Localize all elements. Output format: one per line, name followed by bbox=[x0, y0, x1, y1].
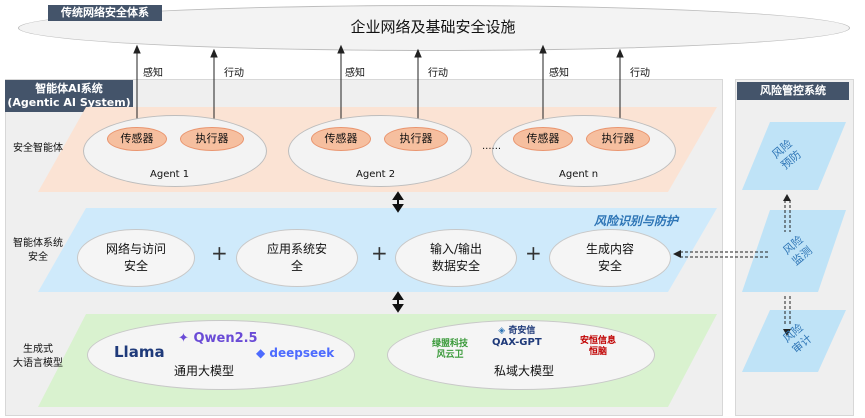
agent-n-sensor: 传感器 bbox=[513, 127, 573, 151]
agent-n-actuator: 执行器 bbox=[586, 127, 650, 151]
application-security: 应用系统安 全 bbox=[236, 229, 358, 287]
agent-2-name: Agent 2 bbox=[356, 169, 396, 180]
agent-n-oval bbox=[492, 115, 676, 187]
qwen-logo-text: Qwen2.5 bbox=[193, 331, 258, 346]
system-row-label-line1: 智能体系统 bbox=[13, 238, 63, 249]
enterprise-infrastructure-title: 企业网络及基础安全设施 bbox=[350, 18, 516, 36]
layer-connector-arrows bbox=[392, 191, 404, 313]
agent-1-name: Agent 1 bbox=[150, 169, 190, 180]
agents-ellipsis: ...... bbox=[482, 141, 502, 152]
sense-label-2: 感知 bbox=[345, 68, 365, 79]
qwen-logo: ✦ Qwen2.5 bbox=[178, 331, 258, 346]
security-band bbox=[38, 208, 717, 292]
agent-row-label: 安全智能体 bbox=[13, 143, 63, 154]
sense-label-1: 感知 bbox=[143, 68, 163, 79]
network-access-security: 网络与访问 安全 bbox=[77, 229, 195, 287]
llm-row-label-line1: 生成式 bbox=[23, 344, 53, 355]
application-security-line1: 应用系统安 bbox=[266, 242, 327, 256]
agent-n-name: Agent n bbox=[559, 169, 599, 180]
risk-prevention-shape bbox=[742, 122, 846, 190]
risk-monitoring-shape bbox=[742, 210, 846, 292]
act-label-2: 行动 bbox=[428, 68, 448, 79]
system-row-label: 智能体系统 安全 bbox=[10, 237, 66, 265]
application-security-line2: 全 bbox=[290, 259, 303, 273]
qianxin-ai-icon: ◈ bbox=[498, 326, 506, 336]
private-llm-oval bbox=[387, 320, 655, 390]
risk-control-label: 风险管控系统 bbox=[737, 82, 849, 100]
agent-2-sensor: 传感器 bbox=[311, 127, 371, 151]
nsfocus-line1: 绿盟科技 bbox=[432, 339, 469, 349]
qianxin-line1-text: 奇安信 bbox=[508, 326, 536, 336]
general-llm-label: 通用大模型 bbox=[174, 364, 235, 378]
nsfocus-line2: 风云卫 bbox=[436, 350, 464, 360]
plus-1: + bbox=[211, 241, 228, 265]
general-llm-oval bbox=[87, 320, 355, 390]
risk-audit-shape bbox=[742, 310, 846, 372]
plus-3: + bbox=[525, 241, 542, 265]
sense-label-3: 感知 bbox=[549, 68, 569, 79]
llama-logo: Llama bbox=[114, 343, 165, 361]
qianxin-line2: QAX-GPT bbox=[492, 337, 542, 348]
security-band-title: 风险识别与防护 bbox=[594, 214, 679, 228]
generated-content-security: 生成内容 安全 bbox=[549, 229, 671, 287]
system-row-label-line2: 安全 bbox=[28, 252, 48, 263]
qianxin-line1: ◈ 奇安信 bbox=[492, 326, 542, 337]
agentic-label-line1: 智能体AI系统 bbox=[35, 82, 103, 95]
act-label-3: 行动 bbox=[630, 68, 650, 79]
qianxin-logo: ◈ 奇安信 QAX-GPT bbox=[492, 326, 542, 348]
io-data-line2: 数据安全 bbox=[431, 259, 480, 273]
dbappsecurity-line2: 恒脑 bbox=[589, 347, 608, 357]
io-data-line1: 输入/输出 bbox=[429, 242, 483, 256]
plus-2: + bbox=[371, 241, 388, 265]
network-access-line2: 安全 bbox=[123, 259, 148, 273]
llm-row-label: 生成式 大语言模型 bbox=[10, 343, 66, 371]
agent-1-actuator: 执行器 bbox=[180, 127, 244, 151]
dbappsecurity-line1: 安恒信息 bbox=[580, 336, 617, 346]
generated-content-line1: 生成内容 bbox=[585, 242, 634, 256]
agent-1-sensor: 传感器 bbox=[107, 127, 167, 151]
deepseek-logo: ◆ deepseek bbox=[256, 346, 334, 360]
llm-row-label-line2: 大语言模型 bbox=[13, 358, 63, 369]
agentic-system-label: 智能体AI系统 (Agentic AI System) bbox=[5, 80, 133, 112]
nsfocus-logo: 绿盟科技 风云卫 bbox=[432, 339, 468, 361]
qwen-icon: ✦ bbox=[178, 331, 189, 346]
act-label-1: 行动 bbox=[224, 68, 244, 79]
network-access-line1: 网络与访问 bbox=[105, 242, 166, 256]
dbappsecurity-logo: 安恒信息 恒脑 bbox=[580, 336, 616, 358]
agent-1-oval bbox=[83, 115, 267, 187]
agent-2-oval bbox=[288, 115, 472, 187]
generated-content-line2: 安全 bbox=[597, 259, 622, 273]
agentic-label-line2: (Agentic AI System) bbox=[7, 96, 131, 109]
private-llm-label: 私域大模型 bbox=[494, 364, 555, 378]
deepseek-logo-text: deepseek bbox=[269, 346, 335, 360]
deepseek-whale-icon: ◆ bbox=[256, 346, 266, 360]
io-data-security: 输入/输出 数据安全 bbox=[395, 229, 517, 287]
traditional-security-label: 传统网络安全体系 bbox=[48, 5, 162, 21]
agent-2-actuator: 执行器 bbox=[384, 127, 448, 151]
